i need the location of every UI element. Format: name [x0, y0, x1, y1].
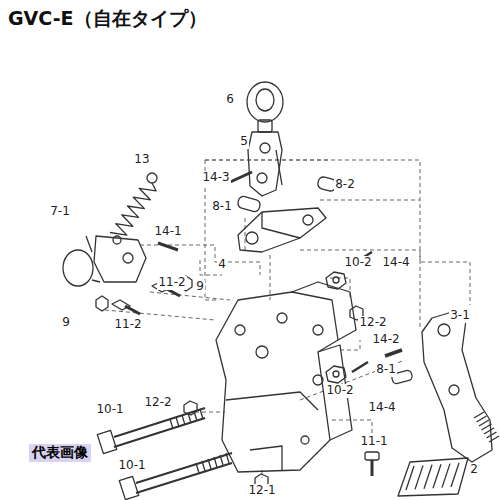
- callout-number: 11-2: [113, 318, 142, 331]
- callout-number: 14-4: [367, 401, 396, 414]
- callout-number: 12-2: [143, 396, 172, 409]
- callout-number: 14-2: [371, 333, 400, 346]
- callout-number: 10-2: [343, 256, 372, 269]
- callout-number: 10-1: [117, 459, 146, 472]
- callout-number: 8-1: [375, 363, 397, 376]
- callout-number: 9: [61, 316, 71, 329]
- callout-number: 11-2: [157, 276, 186, 289]
- callout-number: 5: [239, 135, 249, 148]
- callout-number: 2: [469, 463, 479, 476]
- callout-number: 8-1: [211, 200, 233, 213]
- callout-number: 8-2: [334, 178, 356, 191]
- callout-number: 10-1: [95, 403, 124, 416]
- callout-number: 11-1: [359, 435, 388, 448]
- title: GVC-E（自在タイプ）: [8, 6, 207, 32]
- callout-number: 7-1: [49, 205, 71, 218]
- callout-number: 14-3: [201, 171, 230, 184]
- callout-number: 4: [217, 258, 227, 271]
- callout-number: 3-1: [449, 309, 471, 322]
- callout-number: 6: [225, 93, 235, 106]
- callout-number: 9: [195, 280, 205, 293]
- callout-number: 14-4: [381, 256, 410, 269]
- callout-number: 14-1: [153, 225, 182, 238]
- callout-number: 13: [133, 153, 150, 166]
- callout-number: 10-2: [325, 384, 354, 397]
- callout-number: 12-1: [247, 484, 276, 497]
- image-note: 代表画像: [29, 444, 91, 461]
- callout-number: 12-2: [358, 316, 387, 329]
